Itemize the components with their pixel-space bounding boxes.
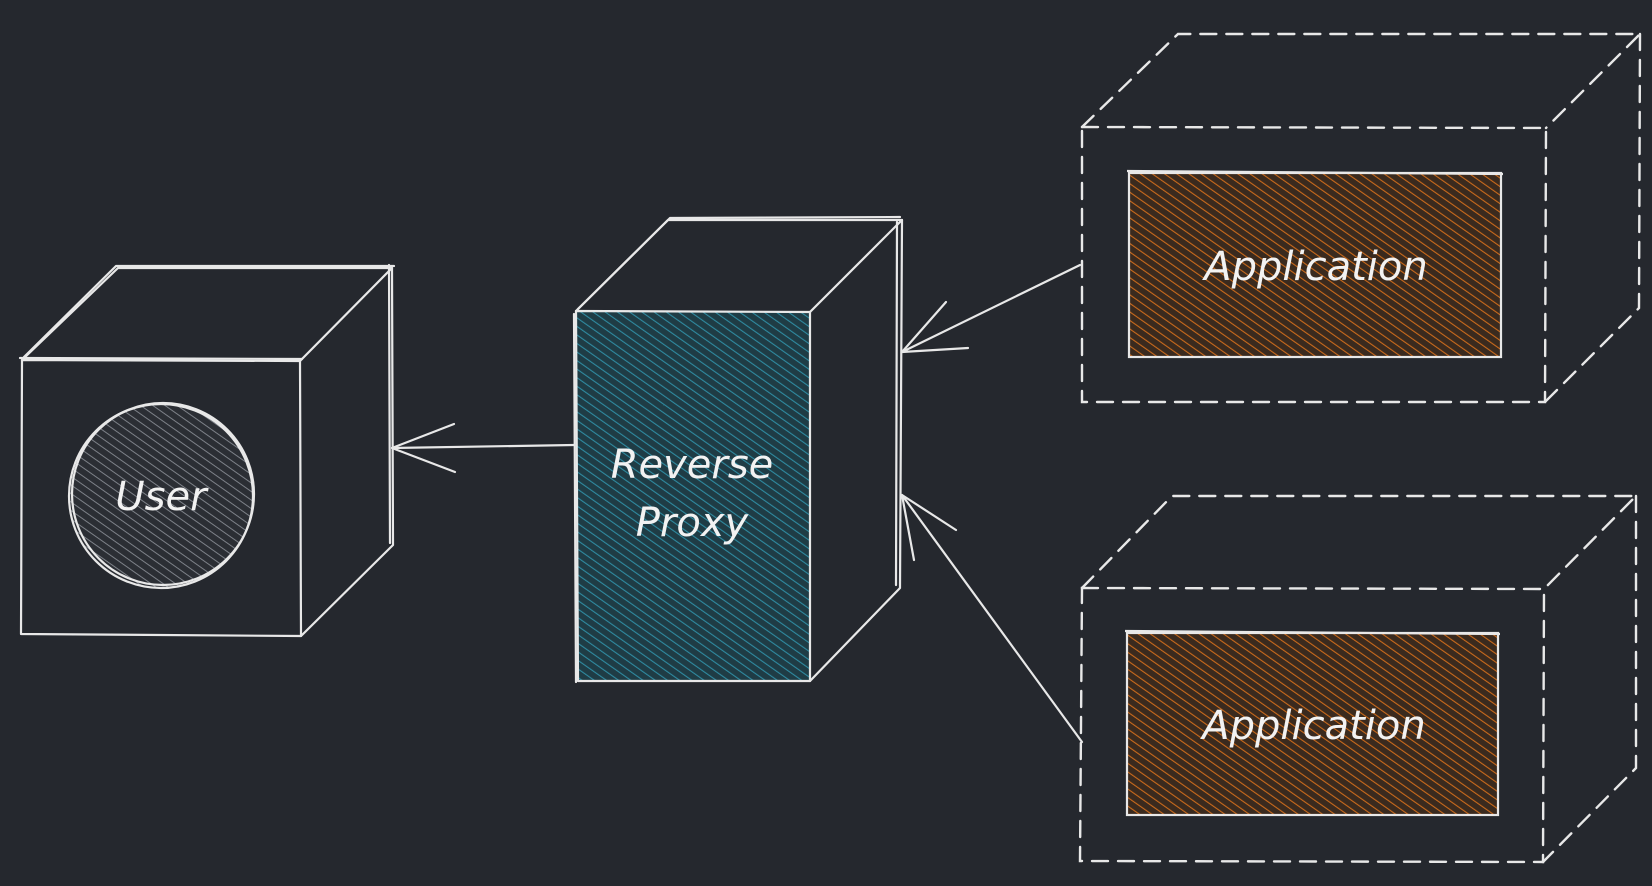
arrow-app1-proxy-line [900,263,1082,354]
edge-proxy-to-user [390,422,576,474]
app2-label: Application [1199,703,1426,749]
proxy-cube-top [574,218,904,314]
edge-app2-to-proxy [900,493,1084,744]
proxy-label-line-1: Reverse [611,442,774,488]
app2-node [1078,494,1639,864]
proxy-node [572,215,904,684]
arrow-app1-proxy-head [900,300,970,354]
arrow-app2-proxy-line [900,493,1084,744]
arrow-proxy-user-head [390,422,457,474]
app1-cube-side [1543,32,1642,404]
app1-label: Application [1201,244,1428,290]
app2-cube-side [1541,494,1638,864]
app1-node [1080,32,1643,404]
app2-box [1125,631,1500,817]
app1-box [1127,171,1503,359]
user-label: User [115,474,209,520]
user-cube-side [299,266,395,638]
proxy-label-line-2: Proxy [636,500,750,546]
proxy-cube-side [808,218,904,683]
user-node [18,263,396,638]
edge-app1-to-proxy [900,263,1082,354]
arrow-proxy-user-line [390,443,576,450]
app1-cube-top [1080,32,1643,130]
app2-cube-top [1080,494,1639,591]
proxy-cube-front [574,309,812,683]
user-cube-top [20,266,394,363]
arrow-app2-proxy-head [900,493,958,562]
